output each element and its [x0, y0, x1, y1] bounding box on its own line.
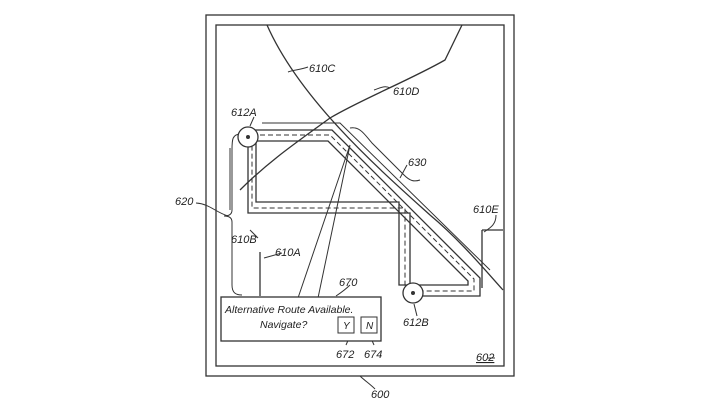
label-672: 672 [336, 349, 354, 361]
route-620 [247, 129, 481, 297]
label-630: 630 [408, 157, 427, 169]
label-674: 674 [364, 349, 382, 361]
road-610a-branch [297, 144, 351, 299]
road-610d [239, 24, 463, 191]
label-612b: 612B [403, 317, 429, 329]
label-610d: 610D [393, 86, 419, 98]
road-610c [266, 24, 504, 291]
label-620: 620 [175, 196, 194, 208]
label-670: 670 [339, 277, 358, 289]
bracket-630 [349, 127, 421, 182]
label-610c: 610C [309, 63, 335, 75]
label-602: 602 [476, 352, 494, 364]
label-600: 600 [371, 389, 390, 401]
route-630-outline [262, 122, 491, 271]
label-610b: 610B [231, 234, 257, 246]
no-button[interactable] [360, 316, 378, 334]
yes-button-label: Y [343, 321, 351, 332]
leader-620 [195, 202, 229, 217]
display-screen [215, 24, 505, 367]
alternative-route-dialog [220, 296, 382, 342]
yes-button[interactable] [337, 316, 355, 334]
bracket-620 [223, 133, 243, 296]
no-button-label: N [366, 321, 374, 332]
dialog-message: Alternative Route Available. [224, 304, 353, 316]
label-612a: 612A [231, 107, 257, 119]
label-610e: 610E [473, 204, 499, 216]
dialog-question: Navigate? [260, 319, 307, 331]
label-610a: 610A [275, 247, 301, 259]
